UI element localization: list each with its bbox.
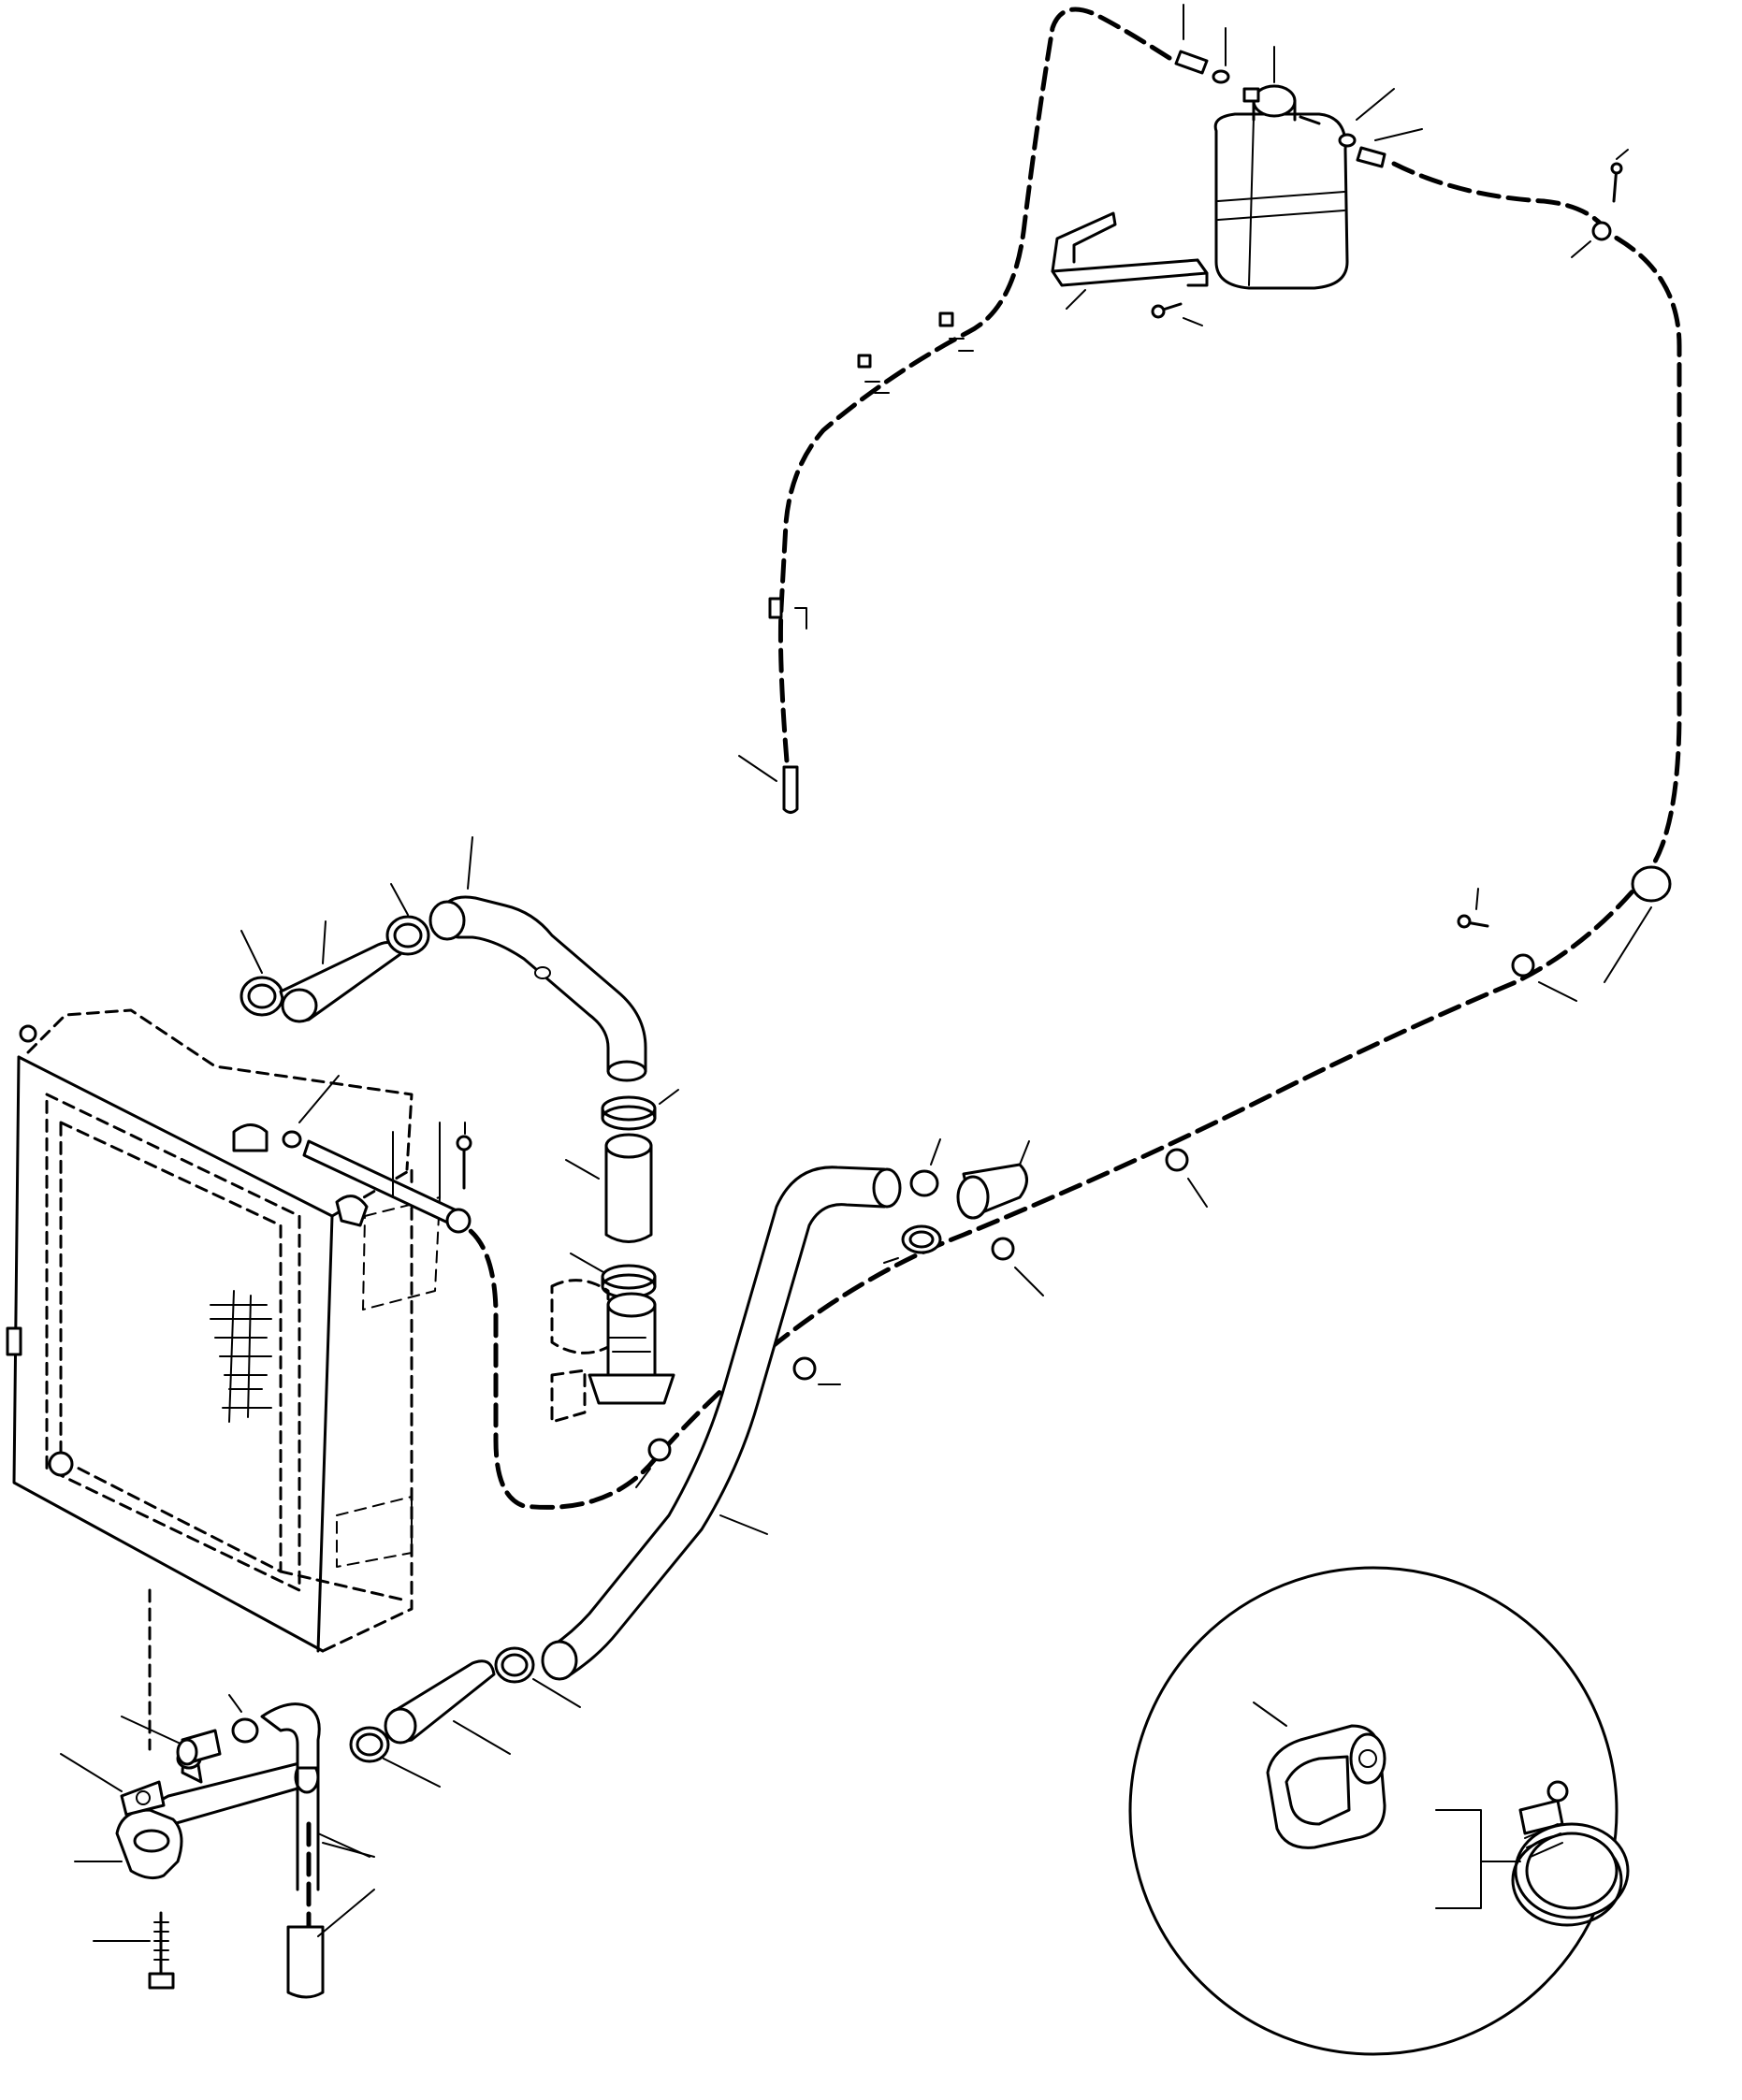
p-clip-icon (1253, 1702, 1386, 1849)
p-clip-icon (938, 311, 974, 352)
p-clip-icon (792, 1356, 841, 1385)
hose-clamp-icon (909, 1138, 941, 1197)
p-clip-icon (1165, 1148, 1208, 1208)
bolt-icon (93, 1911, 175, 1990)
hose-clamp-icon (1435, 1780, 1630, 1927)
hose-clamp-icon (228, 1694, 259, 1744)
upper-radiator-pipe (428, 836, 647, 1082)
bolt-icon (456, 1122, 472, 1190)
p-clip-icon (857, 354, 890, 394)
hose-clamp-icon (385, 883, 430, 956)
p-clip-icon (1571, 221, 1612, 258)
hose-clamp-icon (494, 1646, 581, 1708)
p-clip-icon (1604, 865, 1672, 983)
reservoir-bracket (1051, 211, 1209, 310)
p-clip-icon (1511, 953, 1577, 1002)
p-clip-icon (635, 1438, 672, 1488)
upper-radiator-hose (240, 920, 402, 1023)
hose-clamp-icon (349, 1726, 441, 1788)
bolt-icon (1457, 888, 1489, 929)
reservoir-hose-left (1174, 4, 1275, 84)
lower-pipe-assembly (60, 1588, 370, 1880)
reservoir-tank (1213, 84, 1349, 290)
temperature-sensor (176, 1729, 222, 1766)
drain-hose (286, 1766, 375, 1999)
engine-water-outlet (550, 1279, 675, 1424)
bolt-icon (1151, 302, 1203, 326)
reservoir-hose-right (1338, 88, 1423, 168)
clamp-detail-inset (1128, 1566, 1630, 2056)
lower-radiator-hose (384, 1659, 511, 1755)
p-clip-icon (991, 1237, 1044, 1296)
hose-clamp-icon (601, 1089, 679, 1131)
p-clip-icon (768, 597, 807, 630)
gasket (120, 1780, 166, 1817)
radiator-bypass-pipe (282, 1075, 472, 1234)
lower-pipe-hose (956, 1140, 1030, 1220)
lower-radiator-pipe (541, 1166, 902, 1681)
bolt-icon (1610, 149, 1629, 203)
hose-clamp-icon (883, 1224, 942, 1264)
hose-clamp-icon (570, 1253, 657, 1299)
radiator (6, 1008, 441, 1653)
thermostat-hose (565, 1133, 653, 1243)
